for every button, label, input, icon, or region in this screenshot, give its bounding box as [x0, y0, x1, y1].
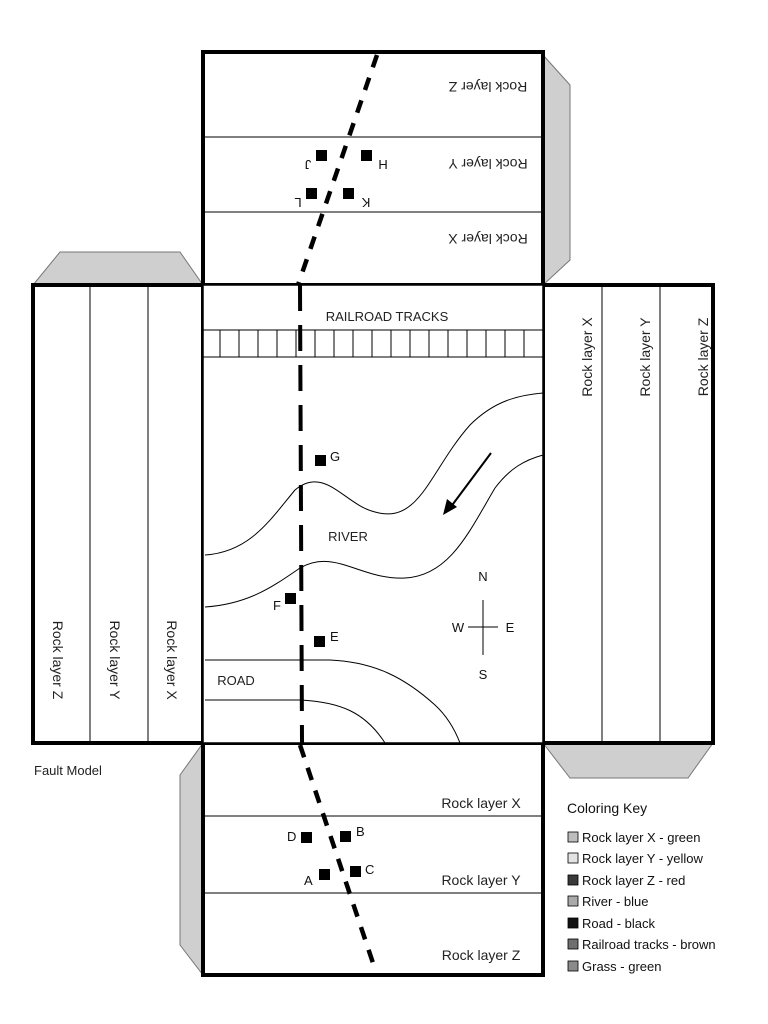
right-layer-y-label: Rock layer Y	[637, 317, 653, 397]
railroad-tracks	[203, 329, 543, 358]
label-g: G	[330, 449, 340, 464]
marker-e	[314, 636, 325, 647]
point-markers	[285, 150, 372, 880]
left-layer-y-label: Rock layer Y	[107, 620, 123, 700]
key-item-4: Road - black	[582, 916, 655, 931]
tab-top-right	[542, 53, 571, 287]
river-label: RIVER	[328, 529, 368, 544]
top-layer-z-label: Rock layer Z	[448, 79, 527, 95]
railroad-label: RAILROAD TRACKS	[326, 309, 449, 324]
marker-b	[340, 831, 351, 842]
label-h: H	[378, 157, 387, 172]
marker-f	[285, 593, 296, 604]
compass-e: E	[506, 620, 515, 635]
label-e: E	[330, 629, 339, 644]
key-swatch-6	[567, 960, 579, 972]
label-c: C	[365, 862, 374, 877]
marker-l	[306, 188, 317, 199]
marker-a	[319, 869, 330, 880]
key-item-6: Grass - green	[582, 959, 661, 974]
compass-s: S	[479, 667, 488, 682]
left-layer-x-label: Rock layer X	[164, 620, 180, 700]
label-b: B	[356, 824, 365, 839]
fault-line	[295, 54, 380, 973]
key-item-2: Rock layer Z - red	[582, 873, 685, 888]
top-layer-x-label: Rock layer X	[448, 231, 528, 247]
key-swatch-3	[567, 895, 579, 907]
tab-bottom-left	[179, 741, 204, 977]
marker-k	[343, 188, 354, 199]
key-item-5: Railroad tracks - brown	[582, 937, 716, 952]
label-d: D	[287, 829, 296, 844]
label-f: F	[273, 598, 281, 613]
marker-c	[350, 866, 361, 877]
bottom-layer-z-label: Rock layer Z	[442, 947, 521, 963]
marker-h	[361, 150, 372, 161]
label-l: L	[294, 195, 301, 210]
left-layer-z-label: Rock layer Z	[50, 621, 66, 700]
key-item-1: Rock layer Y - yellow	[582, 851, 704, 866]
top-layer-y-label: Rock layer Y	[448, 156, 528, 172]
bottom-layer-y-label: Rock layer Y	[441, 872, 521, 888]
label-a: A	[304, 873, 313, 888]
compass	[468, 600, 498, 655]
key-item-0: Rock layer X - green	[582, 830, 701, 845]
road-label: ROAD	[217, 673, 255, 688]
label-k: K	[361, 195, 370, 210]
river-flow-arrow	[443, 452, 492, 515]
key-swatch-1	[567, 852, 579, 864]
key-swatch-5	[567, 938, 579, 950]
top-panel	[201, 50, 545, 287]
tab-top-left	[31, 251, 204, 286]
tab-bottom-right	[541, 742, 714, 779]
fault-model-caption: Fault Model	[34, 763, 102, 778]
left-panel	[31, 283, 205, 745]
key-swatch-4	[567, 917, 579, 929]
key-item-3: River - blue	[582, 894, 648, 909]
compass-w: W	[452, 620, 465, 635]
marker-g	[315, 455, 326, 466]
coloring-key-title: Coloring Key	[567, 800, 647, 816]
right-layer-x-label: Rock layer X	[579, 317, 595, 397]
marker-j	[316, 150, 327, 161]
compass-n: N	[478, 569, 487, 584]
map-panel	[202, 284, 544, 744]
key-swatch-2	[567, 874, 579, 886]
right-panel	[541, 283, 715, 745]
bottom-panel	[201, 741, 545, 977]
coloring-key: Coloring Key Rock layer X - green Rock l…	[567, 800, 716, 974]
right-layer-z-label: Rock layer Z	[695, 317, 711, 396]
key-swatch-0	[567, 831, 579, 843]
river	[204, 392, 544, 608]
bottom-layer-x-label: Rock layer X	[441, 795, 521, 811]
marker-d	[301, 832, 312, 843]
label-j: J	[305, 157, 312, 172]
